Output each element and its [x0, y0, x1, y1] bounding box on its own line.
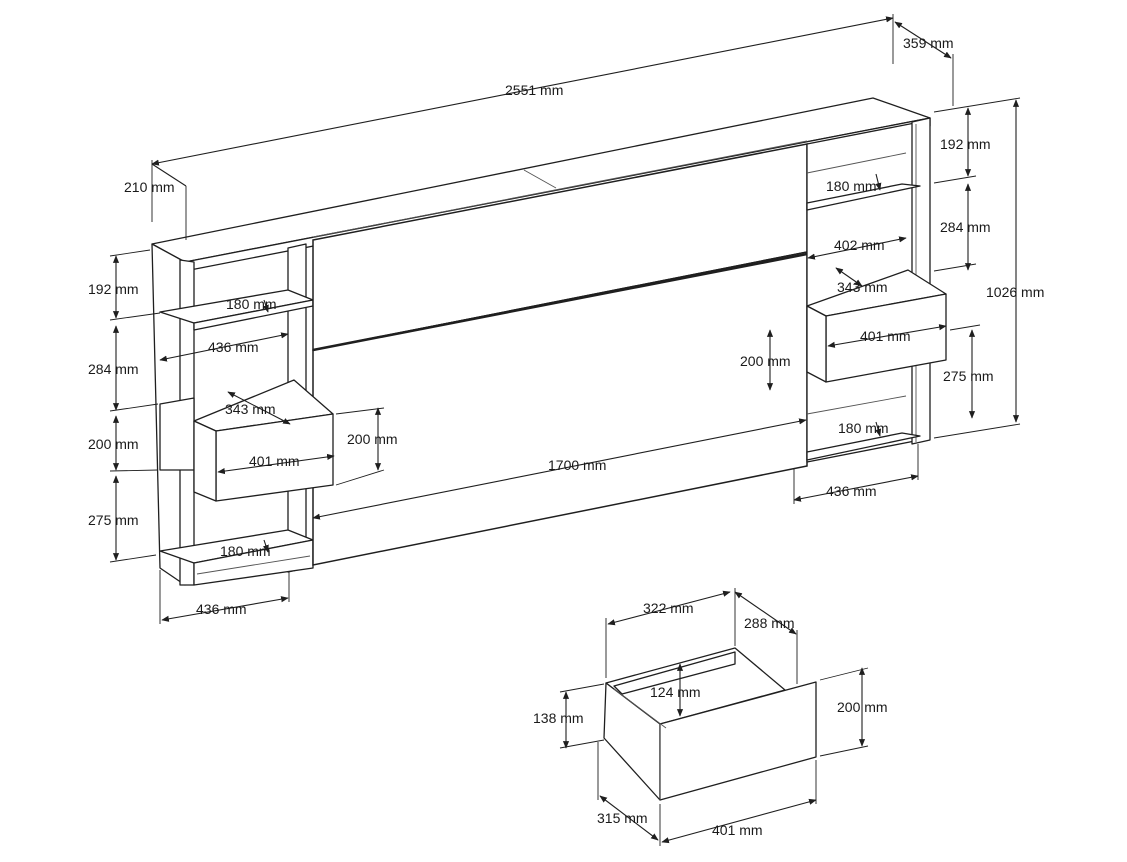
label-detail-front-height: 200 mm	[837, 699, 888, 715]
dim-overall-width	[151, 16, 894, 166]
label-detail-outer-width: 401 mm	[712, 822, 763, 838]
left-drawer-shelf	[159, 397, 195, 471]
label-overall-height: 1026 mm	[986, 284, 1044, 300]
panel-groove	[312, 252, 808, 352]
label-detail-inner-height: 124 mm	[650, 684, 701, 700]
label-left-unit-width: 436 mm	[196, 601, 247, 617]
label-right-unit-width: 436 mm	[826, 483, 877, 499]
right-shelf-top	[806, 183, 921, 211]
label-left-drawer-width: 401 mm	[249, 453, 300, 469]
label-left-shelf-depth-bottom: 180 mm	[220, 543, 271, 559]
label-right-drawer-height: 200 mm	[740, 353, 791, 369]
label-left-top-gap: 192 mm	[88, 281, 139, 297]
label-left-drawer-depth: 343 mm	[225, 401, 276, 417]
left-drawer-side	[193, 420, 217, 502]
label-detail-side-height: 138 mm	[533, 710, 584, 726]
label-right-shelf-width: 402 mm	[834, 237, 885, 253]
label-left-shelf-width: 436 mm	[208, 339, 259, 355]
dimension-labels: 2551 mm 359 mm 210 mm 1026 mm 1700 mm 19…	[88, 35, 1044, 838]
label-overall-depth: 359 mm	[903, 35, 954, 51]
left-drawer	[193, 379, 334, 502]
label-left-bottom-gap: 275 mm	[88, 512, 139, 528]
label-right-shelf-depth-top: 180 mm	[826, 178, 877, 194]
label-left-drawer-front-height: 200 mm	[347, 431, 398, 447]
detail-drawer-inner-left	[613, 651, 736, 695]
label-side-depth: 210 mm	[124, 179, 175, 195]
top-board-joint	[523, 169, 557, 189]
label-right-shelf-gap: 284 mm	[940, 219, 991, 235]
label-panel-width: 1700 mm	[548, 457, 606, 473]
label-left-drawer-height: 200 mm	[88, 436, 139, 452]
headboard-body	[151, 97, 931, 586]
label-right-drawer-width: 401 mm	[860, 328, 911, 344]
label-left-shelf-gap: 284 mm	[88, 361, 139, 377]
dimension-lines	[109, 14, 1021, 846]
right-shelf-bottom	[806, 432, 921, 461]
label-left-shelf-depth-top: 180 mm	[226, 296, 277, 312]
right-drawer-side	[806, 305, 827, 383]
label-right-top-gap: 192 mm	[940, 136, 991, 152]
label-right-shelf-depth-bottom: 180 mm	[838, 420, 889, 436]
left-shelf-bottom-edge	[193, 539, 314, 586]
label-right-bottom-gap: 275 mm	[943, 368, 994, 384]
label-right-drawer-depth: 343 mm	[837, 279, 888, 295]
drawer-detail	[603, 647, 817, 801]
label-detail-outer-depth: 315 mm	[597, 810, 648, 826]
label-detail-inner-depth: 288 mm	[744, 615, 795, 631]
label-detail-inner-width: 322 mm	[643, 600, 694, 616]
label-overall-width: 2551 mm	[505, 82, 563, 98]
